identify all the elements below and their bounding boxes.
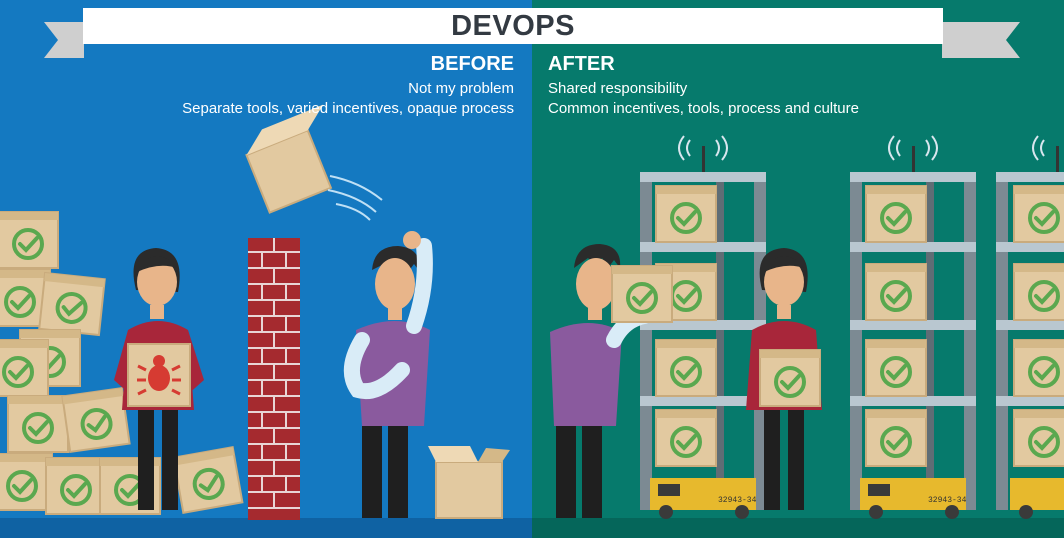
ribbon-tail-left: [44, 22, 58, 58]
ribbon-fold-left: [58, 22, 84, 58]
motion-lines: [327, 175, 383, 221]
open-box: [428, 446, 510, 519]
woman-after: [746, 248, 822, 510]
man-after: [550, 244, 674, 518]
before-heading: BEFORE: [430, 53, 514, 75]
rack-2: [850, 135, 976, 519]
floor-before: [0, 518, 532, 538]
after-heading: AFTER: [548, 53, 615, 75]
after-line-1: Shared responsibility: [548, 80, 688, 97]
rack-1: [640, 135, 766, 519]
after-line-2: Common incentives, tools, process and cu…: [548, 100, 859, 117]
before-line-1: Not my problem: [408, 80, 514, 97]
woman-before: [114, 248, 204, 510]
robot-label-1: 32943-34: [718, 496, 757, 505]
thrown-box: [245, 104, 333, 214]
page-title: DEVOPS: [451, 10, 575, 42]
ribbon-tail-right: [1006, 22, 1020, 58]
robot-label-2: 32943-34: [928, 496, 967, 505]
floor-after: [532, 518, 1064, 538]
before-line-2: Separate tools, varied incentives, opaqu…: [182, 100, 514, 117]
ribbon-fold-right: [942, 22, 1006, 58]
man-before: [344, 231, 433, 518]
title-ribbon: DEVOPS: [83, 8, 943, 44]
rack-3: [996, 135, 1064, 519]
brick-wall: [248, 238, 300, 520]
